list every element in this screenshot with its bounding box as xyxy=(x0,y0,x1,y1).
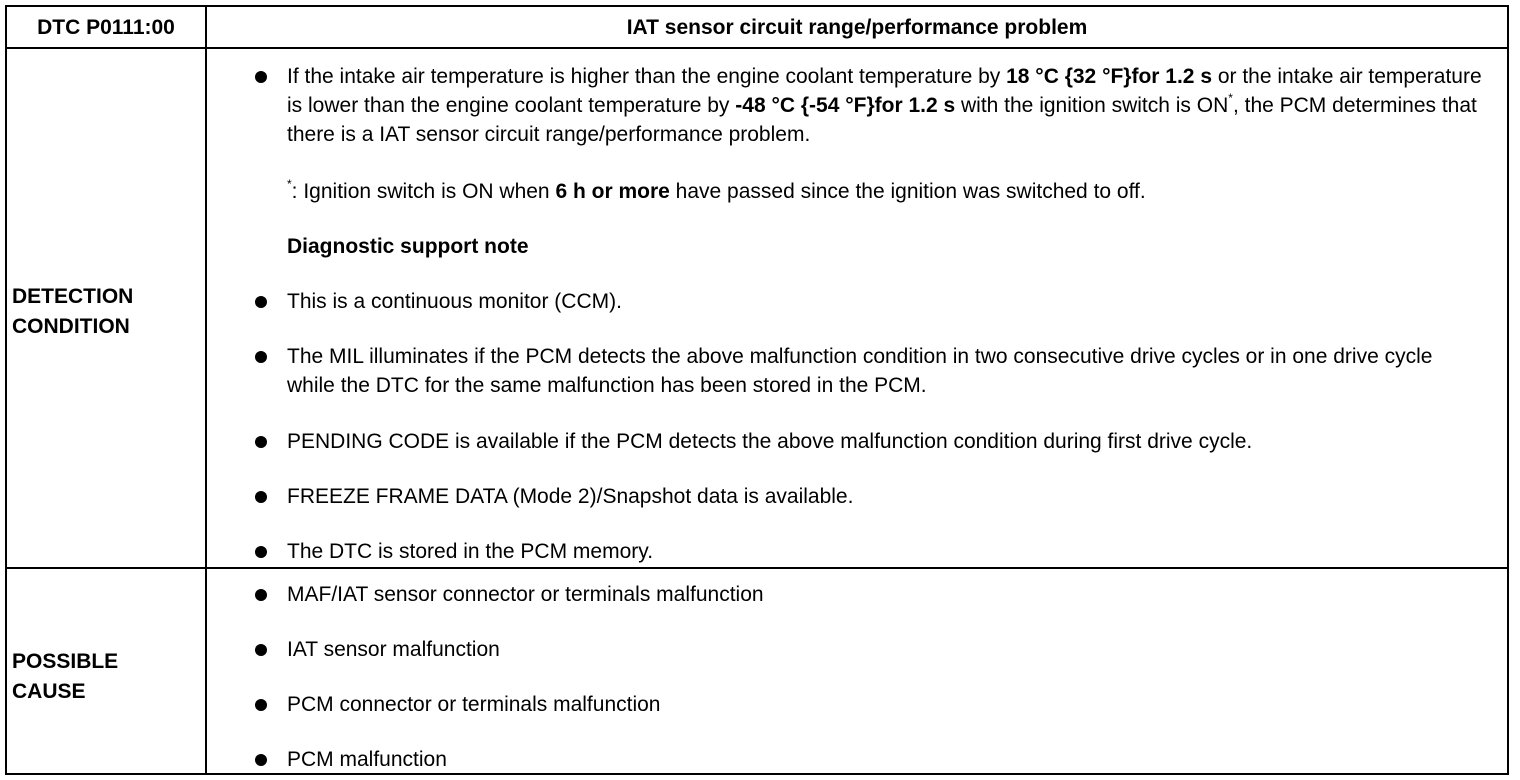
cause-item: MAF/IAT sensor connector or terminals ma… xyxy=(255,580,1487,609)
bullet-icon xyxy=(255,296,267,308)
condition-text-part: or the intake air temperature is lower t… xyxy=(287,65,1482,117)
possible-cause-content: MAF/IAT sensor connector or terminals ma… xyxy=(207,569,1507,773)
detection-label-line2: CONDITION xyxy=(12,315,130,338)
cause-label-line1: POSSIBLE xyxy=(12,650,119,673)
cause-text: MAF/IAT sensor connector or terminals ma… xyxy=(287,583,764,606)
condition-text-part: with the ignition switch is ON xyxy=(955,94,1229,117)
cause-label-line2: CAUSE xyxy=(12,680,86,703)
detection-condition-row: DETECTION CONDITION If the intake air te… xyxy=(7,49,1507,569)
detection-condition-content: If the intake air temperature is higher … xyxy=(207,49,1507,567)
bullet-icon xyxy=(255,491,267,503)
cause-item: IAT sensor malfunction xyxy=(255,635,1487,664)
dtc-table: DTC P0111:00 IAT sensor circuit range/pe… xyxy=(5,5,1509,775)
diagnostic-support-note-title: Diagnostic support note xyxy=(287,235,529,258)
detection-main-condition: If the intake air temperature is higher … xyxy=(255,62,1487,149)
bullet-icon xyxy=(255,436,267,448)
footnote-marker: * xyxy=(1228,91,1233,105)
support-note-item: FREEZE FRAME DATA (Mode 2)/Snapshot data… xyxy=(255,482,1487,511)
detection-condition-label-cell: DETECTION CONDITION xyxy=(7,49,207,567)
footnote: *: Ignition switch is ON when 6 h or mor… xyxy=(287,177,1487,206)
table-header-row: DTC P0111:00 IAT sensor circuit range/pe… xyxy=(7,7,1507,49)
support-note-text: The MIL illuminates if the PCM detects t… xyxy=(287,345,1433,397)
dtc-title-cell: IAT sensor circuit range/performance pro… xyxy=(626,15,1088,39)
support-note-text: PENDING CODE is available if the PCM det… xyxy=(287,430,1253,453)
support-note-item: The DTC is stored in the PCM memory. xyxy=(255,537,1487,566)
footnote-duration: 6 h or more xyxy=(555,180,670,203)
cause-item: PCM malfunction xyxy=(255,745,1487,774)
bullet-icon xyxy=(255,546,267,558)
bullet-icon xyxy=(255,589,267,601)
bullet-icon xyxy=(255,351,267,363)
possible-cause-row: POSSIBLE CAUSE MAF/IAT sensor connector … xyxy=(7,569,1507,773)
footnote-text-part: : Ignition switch is ON when xyxy=(291,180,556,203)
support-note-item: The MIL illuminates if the PCM detects t… xyxy=(255,342,1467,400)
cause-text: IAT sensor malfunction xyxy=(287,638,500,661)
support-note-text: The DTC is stored in the PCM memory. xyxy=(287,540,654,563)
bullet-icon xyxy=(255,754,267,766)
bullet-icon xyxy=(255,71,267,83)
cause-item: PCM connector or terminals malfunction xyxy=(255,690,1487,719)
condition-threshold-low: -48 °C {-54 °F}for 1.2 s xyxy=(735,94,956,117)
dtc-code-cell: DTC P0111:00 xyxy=(7,7,207,47)
condition-text-part: , the PCM determines that there is a IAT… xyxy=(287,94,1477,146)
possible-cause-label-cell: POSSIBLE CAUSE xyxy=(7,569,207,773)
support-note-item: PENDING CODE is available if the PCM det… xyxy=(255,427,1487,456)
bullet-icon xyxy=(255,699,267,711)
condition-threshold-high: 18 °C {32 °F}for 1.2 s xyxy=(1006,65,1212,88)
cause-text: PCM malfunction xyxy=(287,748,447,771)
footnote-text-part: have passed since the ignition was switc… xyxy=(669,180,1146,203)
support-note-text: FREEZE FRAME DATA (Mode 2)/Snapshot data… xyxy=(287,485,854,508)
detection-label-line1: DETECTION xyxy=(12,285,134,308)
footnote-marker: * xyxy=(287,177,292,191)
bullet-icon xyxy=(255,644,267,656)
condition-text-part: If the intake air temperature is higher … xyxy=(287,65,1007,88)
support-note-text: This is a continuous monitor (CCM). xyxy=(287,290,622,313)
cause-text: PCM connector or terminals malfunction xyxy=(287,693,661,716)
support-note-item: This is a continuous monitor (CCM). xyxy=(255,287,1487,316)
